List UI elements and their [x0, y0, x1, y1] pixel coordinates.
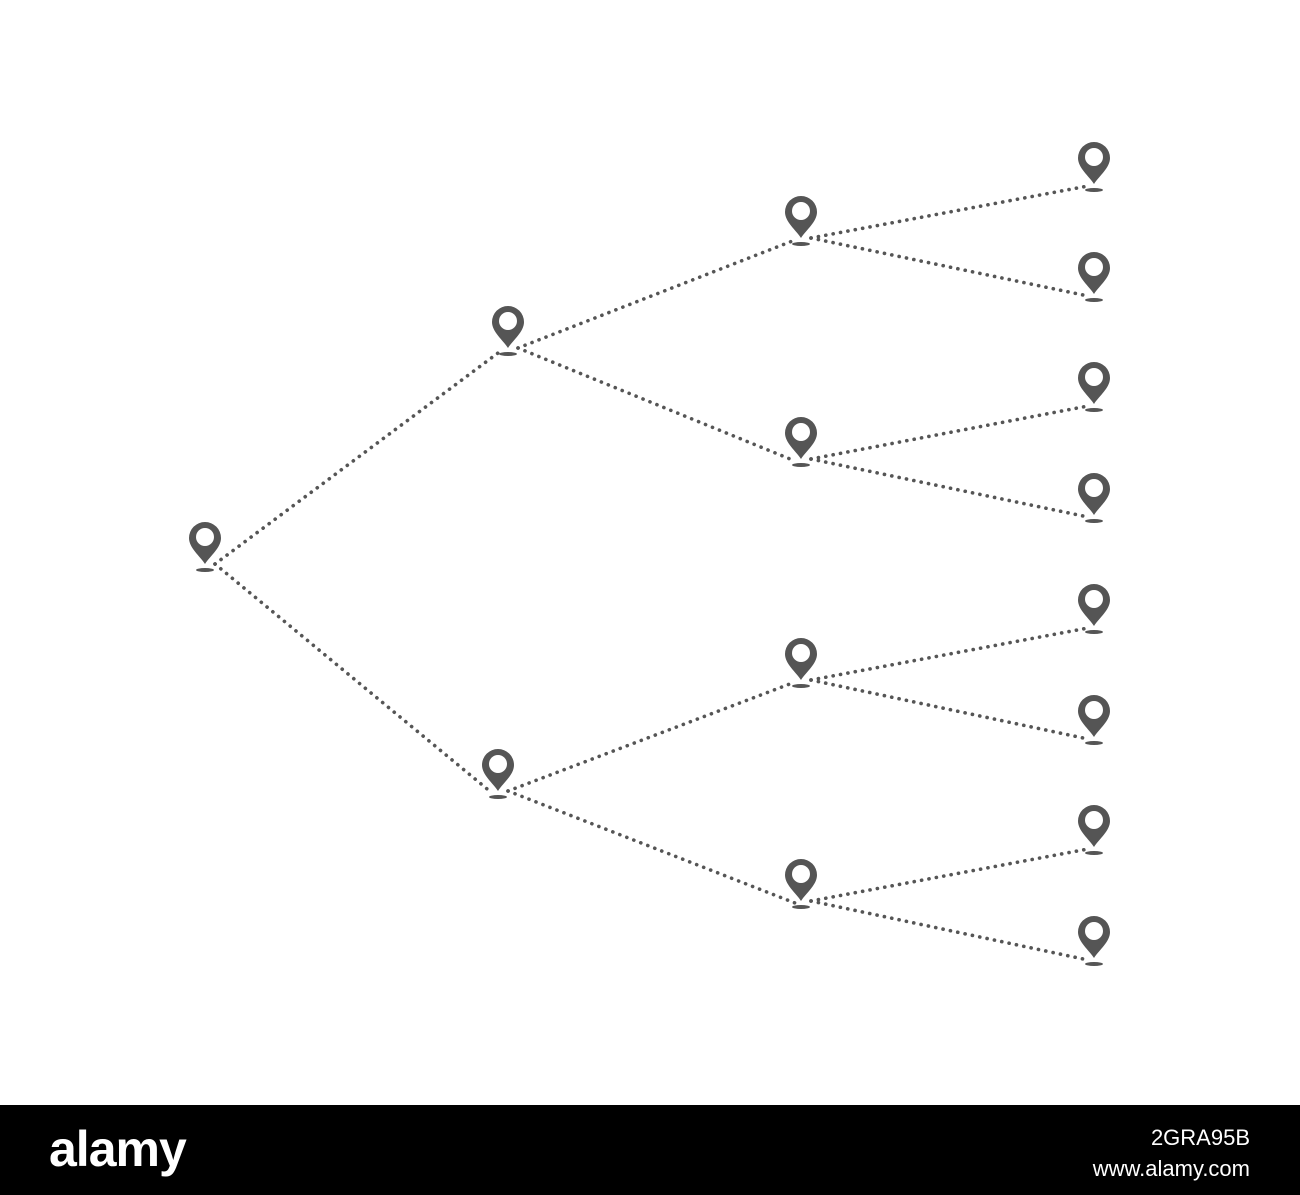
map-pin-icon	[785, 859, 817, 909]
map-pin-icon	[1078, 916, 1110, 966]
map-pin-icon	[189, 522, 221, 572]
edge-root-b	[213, 562, 494, 795]
map-pin-icon	[785, 638, 817, 688]
image-id: 2GRA95B	[1150, 1125, 1250, 1150]
site-url: www.alamy.com	[1092, 1156, 1250, 1181]
edge-b2-b2y	[809, 899, 1090, 962]
location-tree-diagram	[189, 142, 1110, 966]
edge-b2-b2x	[809, 847, 1090, 903]
edge-a2-a2y	[809, 457, 1090, 519]
map-pin-icon	[1078, 252, 1110, 302]
map-pin-icon	[1078, 473, 1110, 523]
map-pins	[189, 142, 1110, 966]
map-pin-icon	[1078, 362, 1110, 412]
edge-b-b1	[506, 680, 797, 793]
edge-a-a1	[516, 238, 797, 350]
map-pin-icon	[1078, 695, 1110, 745]
map-pin-icon	[1078, 142, 1110, 192]
edge-root-a	[213, 348, 504, 566]
map-pin-icon	[785, 196, 817, 246]
edge-a1-a1y	[809, 236, 1090, 298]
watermark-footer: alamy 2GRA95B www.alamy.com	[0, 1105, 1300, 1195]
dotted-edges	[213, 184, 1090, 962]
map-pin-icon	[1078, 584, 1110, 634]
map-pin-icon	[785, 417, 817, 467]
edge-b-b2	[506, 789, 797, 905]
edge-a-a2	[516, 346, 797, 463]
edge-b1-b1x	[809, 626, 1090, 682]
map-pin-icon	[492, 306, 524, 356]
edge-a2-a2x	[809, 404, 1090, 461]
map-pin-icon	[482, 749, 514, 799]
edge-b1-b1y	[809, 678, 1090, 741]
edge-a1-a1x	[809, 184, 1090, 240]
map-pin-icon	[1078, 805, 1110, 855]
brand-logo: alamy	[49, 1121, 187, 1177]
